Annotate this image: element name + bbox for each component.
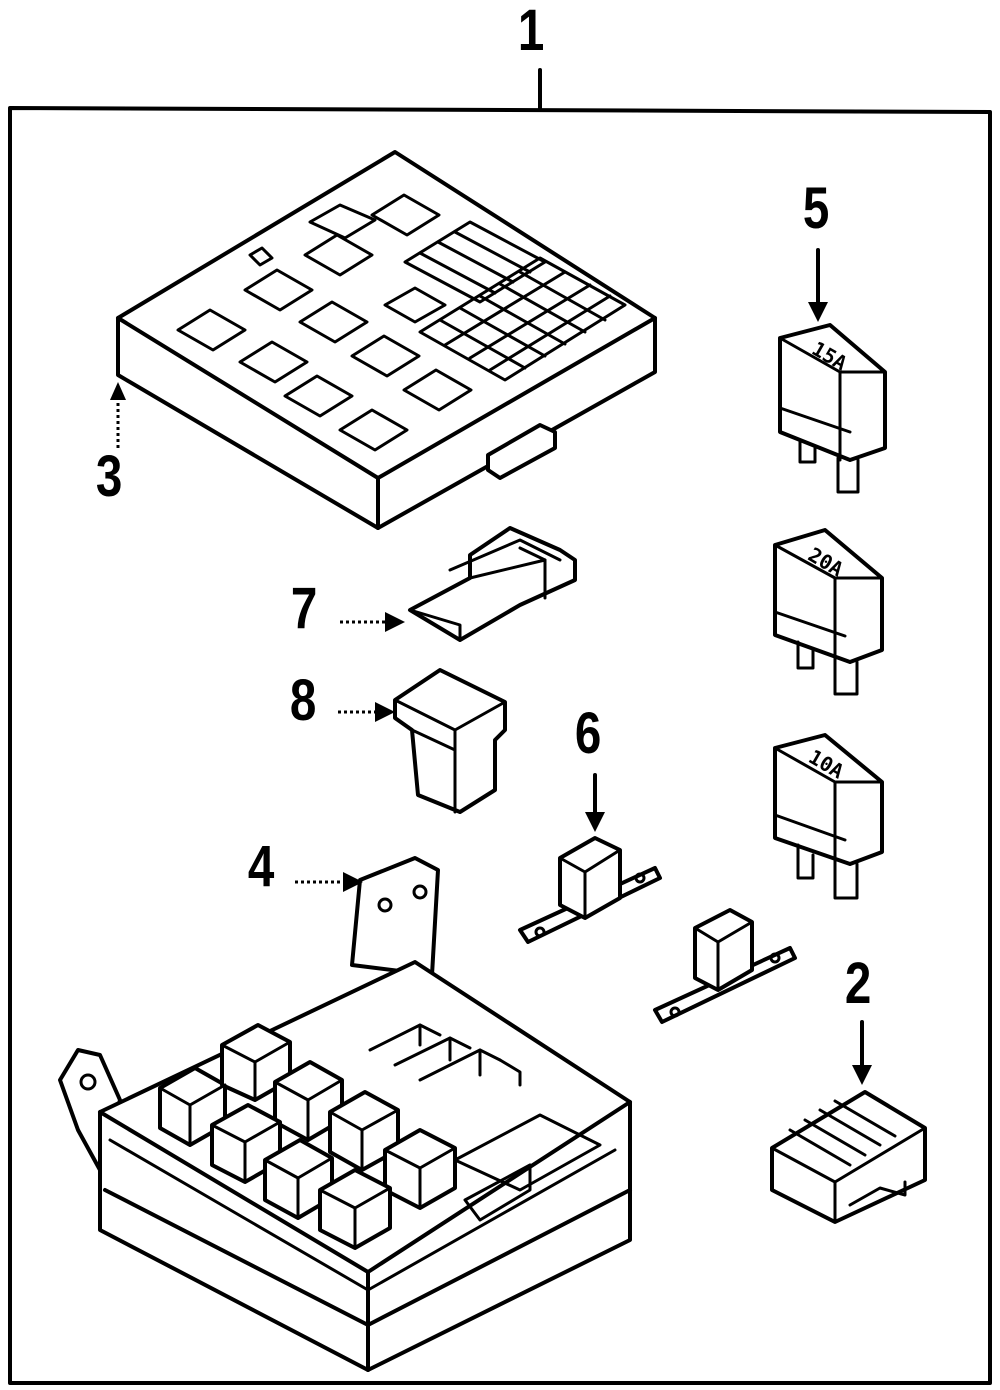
- fuse-15a: [778, 323, 887, 494]
- callout-1: 1: [517, 0, 545, 63]
- fuse-box-main: [58, 856, 632, 1372]
- fuse-box-cover: [116, 150, 657, 530]
- fuse-block-part-2: [770, 1090, 927, 1224]
- relay-part-8: [393, 668, 507, 814]
- callout-8: 8: [289, 668, 317, 733]
- resistor-part-6-upper: [518, 836, 662, 944]
- assembly-frame: [8, 68, 992, 1385]
- leader-arrows: [110, 248, 872, 1085]
- connector-part-7: [408, 526, 577, 642]
- resistor-part-6-lower: [653, 908, 797, 1024]
- callout-3: 3: [95, 444, 123, 509]
- callout-6: 6: [574, 701, 602, 766]
- callout-7: 7: [290, 576, 318, 641]
- fuse-10a: [773, 733, 884, 900]
- callout-2: 2: [844, 951, 872, 1016]
- fuse-20a: [773, 528, 884, 696]
- callout-5: 5: [802, 176, 830, 241]
- callout-4: 4: [247, 834, 275, 899]
